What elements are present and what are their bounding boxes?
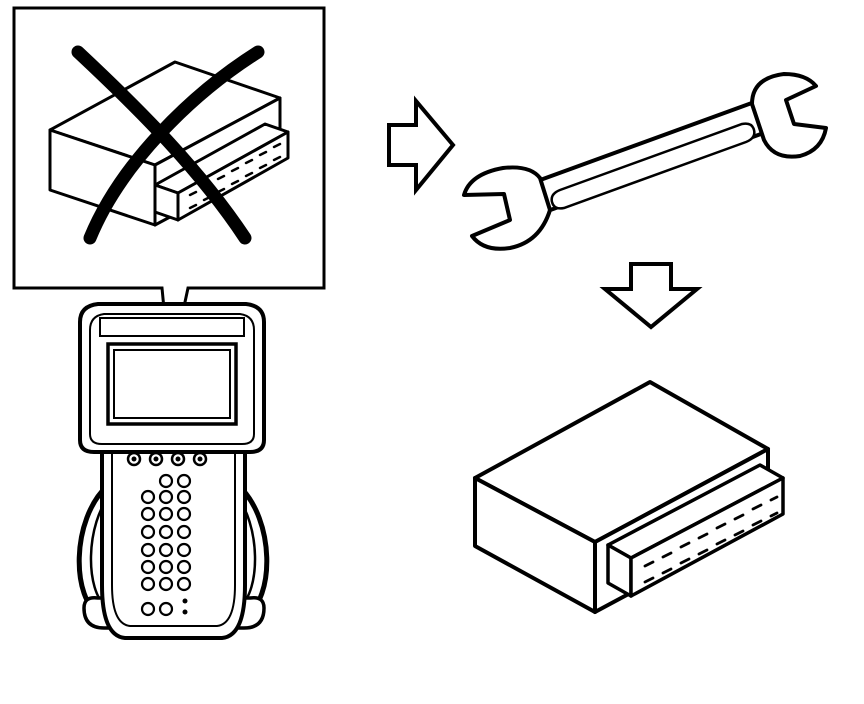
crossed-out-control-module-icon — [48, 45, 290, 245]
scan-tool-icon — [76, 302, 270, 640]
right-arrow-icon — [387, 95, 456, 196]
wrench-icon — [462, 72, 828, 251]
control-module-icon — [473, 380, 785, 614]
down-arrow-icon — [599, 262, 703, 330]
